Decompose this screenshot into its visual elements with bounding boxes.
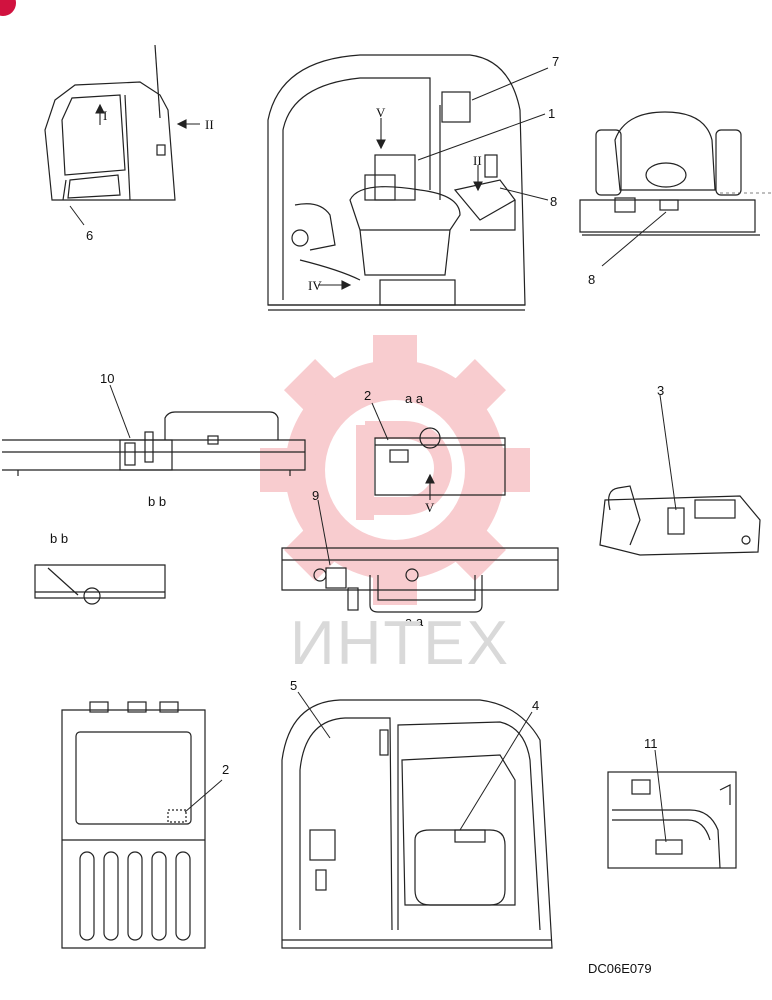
drawing-code: DC06E079 [588,961,652,976]
section-bb-left: b b [50,531,68,546]
view-mark-I: I [103,108,107,123]
section-aa-view [374,427,506,496]
leader-line [654,749,667,843]
rail-side-view [2,411,306,476]
view-mark-IV: IV [308,278,322,293]
cab-interior-view [267,54,526,311]
callout-2-a: 2 [364,388,371,403]
section-aa-bottom: a a [405,614,424,629]
leader-line [417,113,546,161]
leader-line [601,211,667,267]
callout-1: 1 [548,106,555,121]
watermark-text: ИНТЕХ [290,609,510,678]
leader-line [297,691,331,739]
leader-line [184,779,223,813]
section-aa-arrow [425,473,435,500]
handrail-view [281,547,559,613]
section-bb-top: b b [148,494,166,509]
leader-line [499,187,549,201]
leader-line [109,384,131,439]
interior-arrows [318,118,483,290]
leader-line [471,67,549,101]
cab-side-arrows [95,103,200,129]
leader-line [69,205,85,226]
watermark-gear-icon [260,335,530,605]
callout-9: 9 [312,488,319,503]
callout-8-a: 8 [550,194,557,209]
section-aa-top: a a [405,391,424,406]
callout-6: 6 [86,228,93,243]
view-mark-V-top: V [376,105,386,120]
cab-rear-panel [61,701,206,949]
cab-door-view [281,699,553,949]
callout-2-b: 2 [222,762,229,777]
view-mark-II: II [205,117,214,132]
leader-line [371,402,389,441]
view-mark-II-b: II [473,153,482,168]
callout-10: 10 [100,371,114,386]
callout-7: 7 [552,54,559,69]
detail-panel-view [607,771,737,869]
view-mark-V-mid: V [425,500,435,515]
callout-4: 4 [532,698,539,713]
callout-8-b: 8 [588,272,595,287]
leader-line [659,394,677,511]
callout-5: 5 [290,678,297,693]
callout-3: 3 [657,383,664,398]
control-console-view [599,485,761,556]
seat-rear-view [579,111,760,236]
leader-line [317,499,331,566]
section-bb-view [34,564,166,605]
corner-badge [0,0,16,16]
leader-line [459,711,533,831]
cab-side-view [44,44,176,201]
callout-11: 11 [644,736,658,751]
